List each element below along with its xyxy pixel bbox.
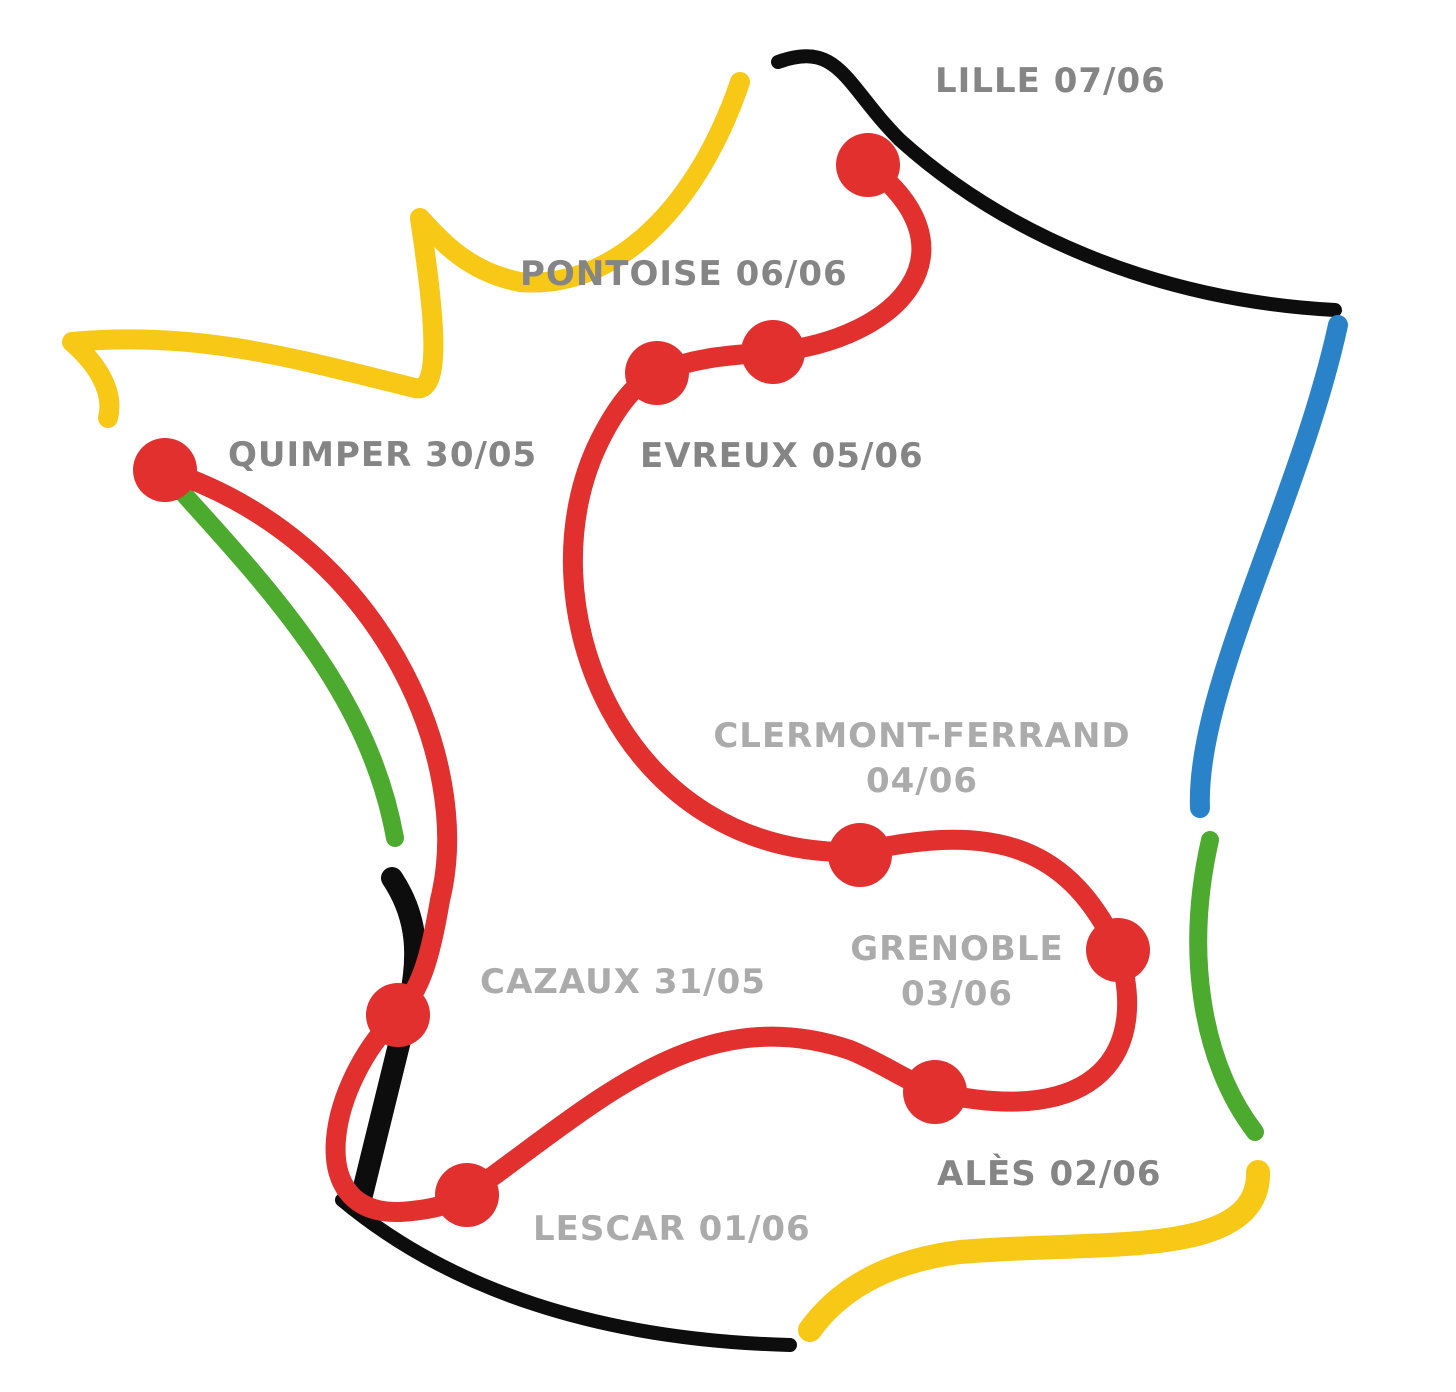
label-lescar: LESCAR 01/06 <box>533 1209 811 1249</box>
label-cazaux: CAZAUX 31/05 <box>480 962 766 1002</box>
relay-route <box>155 155 1138 1223</box>
label-pontoise: PONTOISE 06/06 <box>520 254 848 294</box>
stop-marker-quimper[interactable] <box>133 438 197 502</box>
stop-marker-grenoble[interactable] <box>1086 918 1150 982</box>
border-south-yellow <box>798 1160 1271 1342</box>
stop-marker-lescar[interactable] <box>435 1163 499 1227</box>
stop-marker-lille[interactable] <box>836 133 900 197</box>
label-lille: LILLE 07/06 <box>935 61 1166 101</box>
label-quimper: QUIMPER 30/05 <box>228 435 537 475</box>
stop-marker-pontoise[interactable] <box>741 320 805 384</box>
stop-marker-ales[interactable] <box>903 1060 967 1124</box>
border-east-blue <box>1189 315 1348 818</box>
border-alps-green <box>1189 831 1264 1141</box>
stop-marker-cazaux[interactable] <box>366 983 430 1047</box>
stop-marker-evreux[interactable] <box>625 341 689 405</box>
label-evreux: EVREUX 05/06 <box>640 436 924 476</box>
stop-marker-clermont[interactable] <box>828 823 892 887</box>
border-west-green <box>173 483 404 847</box>
border-north-black <box>771 49 1342 317</box>
label-ales: ALÈS 02/06 <box>937 1153 1162 1194</box>
border-channel-yellow <box>62 72 750 428</box>
border-pyrenees-black <box>335 1193 797 1352</box>
